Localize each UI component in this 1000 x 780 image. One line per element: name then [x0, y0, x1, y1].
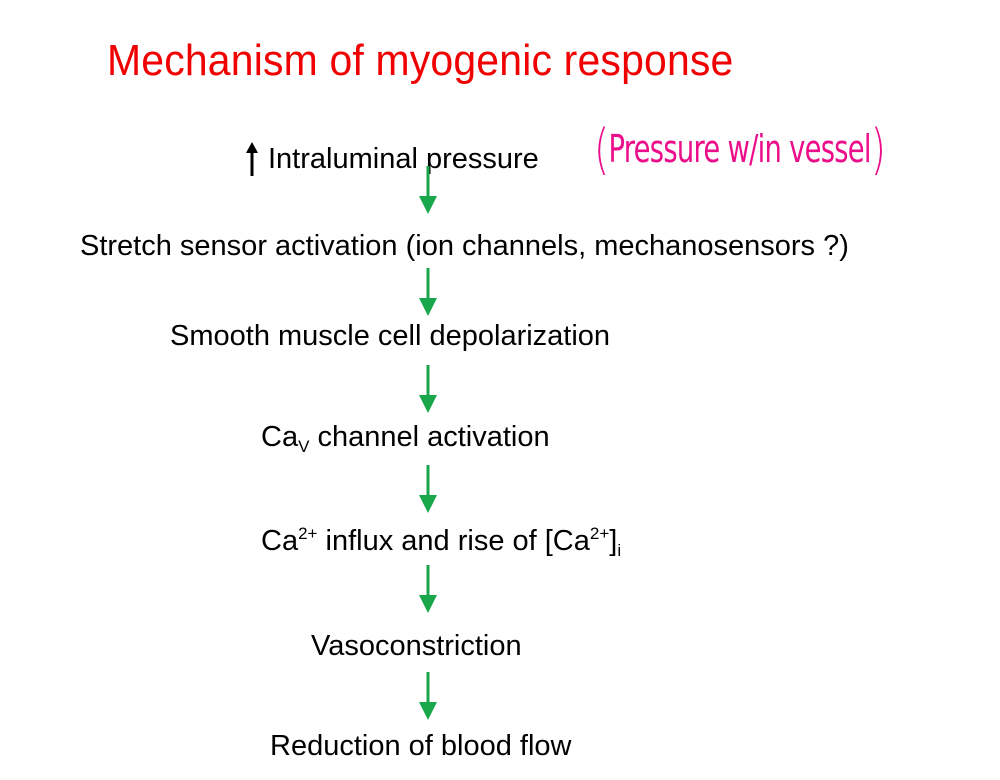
- step-text: Ca: [261, 525, 299, 557]
- slide-title: Mechanism of myogenic response: [107, 36, 734, 85]
- annotation-open-paren: (: [594, 118, 609, 181]
- superscript: 2+: [298, 524, 318, 543]
- down-arrow-icon: [418, 166, 438, 214]
- down-arrow-icon: [418, 672, 438, 720]
- down-arrow-icon: [418, 565, 438, 613]
- step-calcium-influx: Ca2+ influx and rise of [Ca2+]i: [261, 525, 621, 559]
- step-text: channel activation: [309, 421, 550, 453]
- step-intraluminal-pressure: Intraluminal pressure: [268, 143, 539, 175]
- step-depolarization: Smooth muscle cell depolarization: [170, 320, 611, 352]
- step-reduction-of-blood-flow: Reduction of blood flow: [270, 730, 572, 762]
- subscript: i: [617, 541, 622, 560]
- step-text: Ca: [261, 421, 299, 453]
- annotation-close-paren: ): [870, 118, 886, 181]
- step-stretch-sensor-activation: Stretch sensor activation (ion channels,…: [80, 230, 849, 262]
- step-cav-channel-activation: CaV channel activation: [261, 421, 550, 456]
- step-text: influx and rise of [Ca: [317, 525, 590, 557]
- superscript: 2+: [589, 524, 610, 543]
- step-text: ]: [609, 525, 618, 557]
- step-vasoconstriction: Vasoconstriction: [311, 630, 522, 662]
- up-arrow-icon: [245, 142, 259, 181]
- annotation-text: Pressure w/in vessel: [608, 127, 871, 171]
- down-arrow-icon: [418, 465, 438, 513]
- down-arrow-icon: [418, 268, 438, 316]
- handwritten-annotation: (Pressure w/in vessel): [594, 118, 886, 181]
- down-arrow-icon: [418, 365, 438, 413]
- subscript: V: [298, 437, 310, 456]
